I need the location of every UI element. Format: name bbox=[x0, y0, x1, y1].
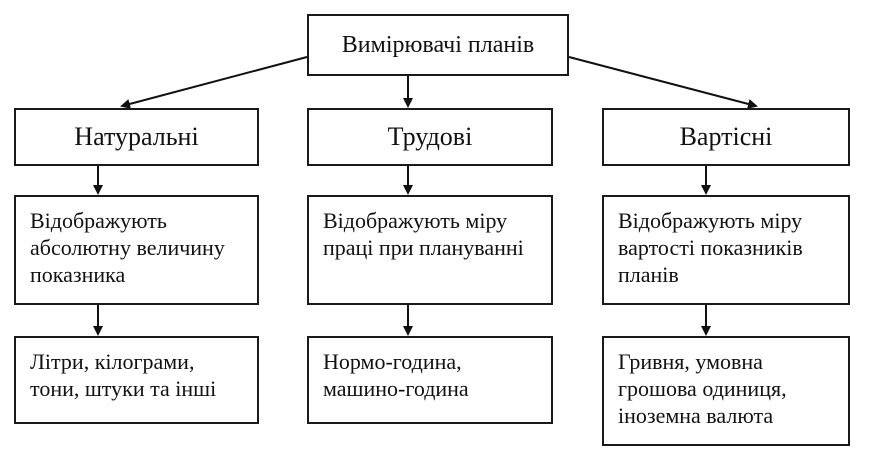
examples-trudovi-text: Нормо-година, машино-година bbox=[323, 349, 469, 401]
examples-vartisni-text: Гривня, умовна грошова одиниця, іноземна… bbox=[618, 349, 787, 428]
examples-naturalni-text: Літри, кілограми, тони, штуки та інші bbox=[30, 349, 217, 401]
category-naturalni: Натуральні bbox=[14, 108, 259, 166]
category-trudovi-title: Трудові bbox=[387, 122, 473, 151]
root-node: Вимірювачі планів bbox=[307, 14, 569, 76]
arrow-root-to-vartisni bbox=[568, 56, 758, 109]
examples-trudovi: Нормо-година, машино-година bbox=[307, 336, 553, 424]
examples-naturalni: Літри, кілограми, тони, штуки та інші bbox=[14, 336, 259, 424]
root-node-label: Вимірювачі планів bbox=[341, 31, 535, 58]
description-vartisni: Відображують міру вартості показників пл… bbox=[602, 195, 850, 305]
category-vartisni-title: Вартісні bbox=[679, 122, 773, 151]
examples-vartisni: Гривня, умовна грошова одиниця, іноземна… bbox=[602, 336, 850, 446]
category-trudovi: Трудові bbox=[307, 108, 553, 166]
description-vartisni-text: Відображують міру вартості показників пл… bbox=[618, 208, 803, 287]
description-trudovi: Відображують міру праці при плануванні bbox=[307, 195, 553, 305]
description-naturalni-text: Відображують абсолютну величину показник… bbox=[30, 208, 225, 287]
description-naturalni: Відображують абсолютну величину показник… bbox=[14, 195, 259, 305]
category-naturalni-title: Натуральні bbox=[74, 122, 199, 151]
category-vartisni: Вартісні bbox=[602, 108, 850, 166]
description-trudovi-text: Відображують міру праці при плануванні bbox=[323, 208, 524, 260]
arrow-root-to-naturalni bbox=[120, 56, 308, 109]
